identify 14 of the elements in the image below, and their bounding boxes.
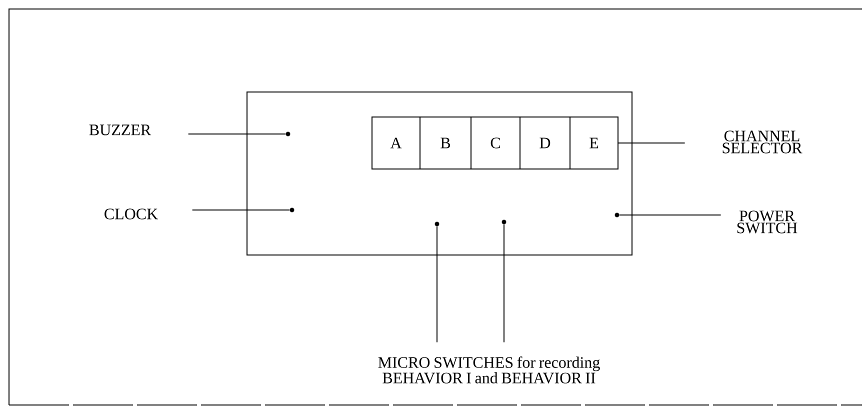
part-label: CLOCK <box>104 208 158 220</box>
leader-line <box>436 226 438 343</box>
channel-key: E <box>570 116 618 170</box>
panel-box <box>246 92 632 256</box>
channel-key: C <box>470 116 520 170</box>
part-label: CHANNEL SELECTOR <box>722 130 802 154</box>
leader-line <box>618 142 686 144</box>
channel-key: B <box>420 116 472 170</box>
channel-key: D <box>520 116 570 170</box>
part-label: MICRO SWITCHES for recording BEHAVIOR I and BEHAVIOR II <box>378 356 600 384</box>
channel-key: A <box>372 116 420 170</box>
leader-line <box>618 214 722 216</box>
part-label: BUZZER <box>89 124 152 136</box>
part-label: POWER SWITCH <box>737 210 798 234</box>
